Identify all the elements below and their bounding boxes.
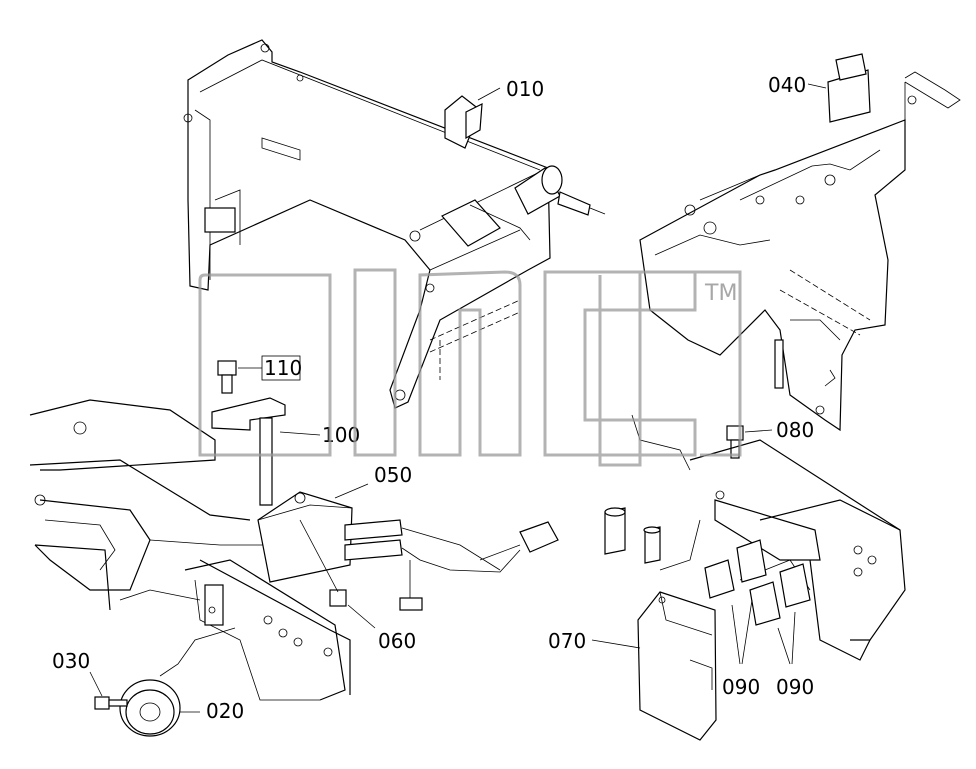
part-020-horn: 020 bbox=[119, 627, 244, 737]
part-110-bolt: 110 bbox=[217, 355, 302, 394]
callout-110: 110 bbox=[264, 356, 302, 380]
part-060-bolt: 060 bbox=[299, 519, 416, 653]
callout-090b: 090 bbox=[776, 675, 814, 699]
callout-010: 010 bbox=[506, 77, 544, 101]
right-lower-frame bbox=[604, 439, 906, 661]
callout-050: 050 bbox=[374, 463, 412, 487]
callout-040: 040 bbox=[768, 73, 806, 97]
watermark-logo: TM bbox=[198, 268, 742, 467]
part-050-control-unit: 050 bbox=[257, 463, 559, 611]
left-lower-chassis bbox=[29, 399, 351, 701]
part-010-switch: 010 bbox=[444, 77, 544, 149]
part-090-relays: 090 090 bbox=[704, 539, 814, 699]
part-040-relay: 040 bbox=[768, 53, 871, 123]
part-030-bolt: 030 bbox=[52, 649, 128, 710]
callout-090a: 090 bbox=[722, 675, 760, 699]
watermark-tm: TM bbox=[704, 281, 737, 306]
callout-020: 020 bbox=[206, 699, 244, 723]
part-100-bracket: 100 bbox=[211, 397, 360, 506]
callout-080: 080 bbox=[776, 418, 814, 442]
part-080-bolt: 080 bbox=[631, 414, 814, 471]
front-frame-bracket bbox=[183, 39, 606, 409]
part-070-bracket: 070 bbox=[548, 591, 717, 741]
callout-030: 030 bbox=[52, 649, 90, 673]
callout-060: 060 bbox=[378, 629, 416, 653]
callout-070: 070 bbox=[548, 629, 586, 653]
right-upper-frame bbox=[639, 71, 961, 432]
